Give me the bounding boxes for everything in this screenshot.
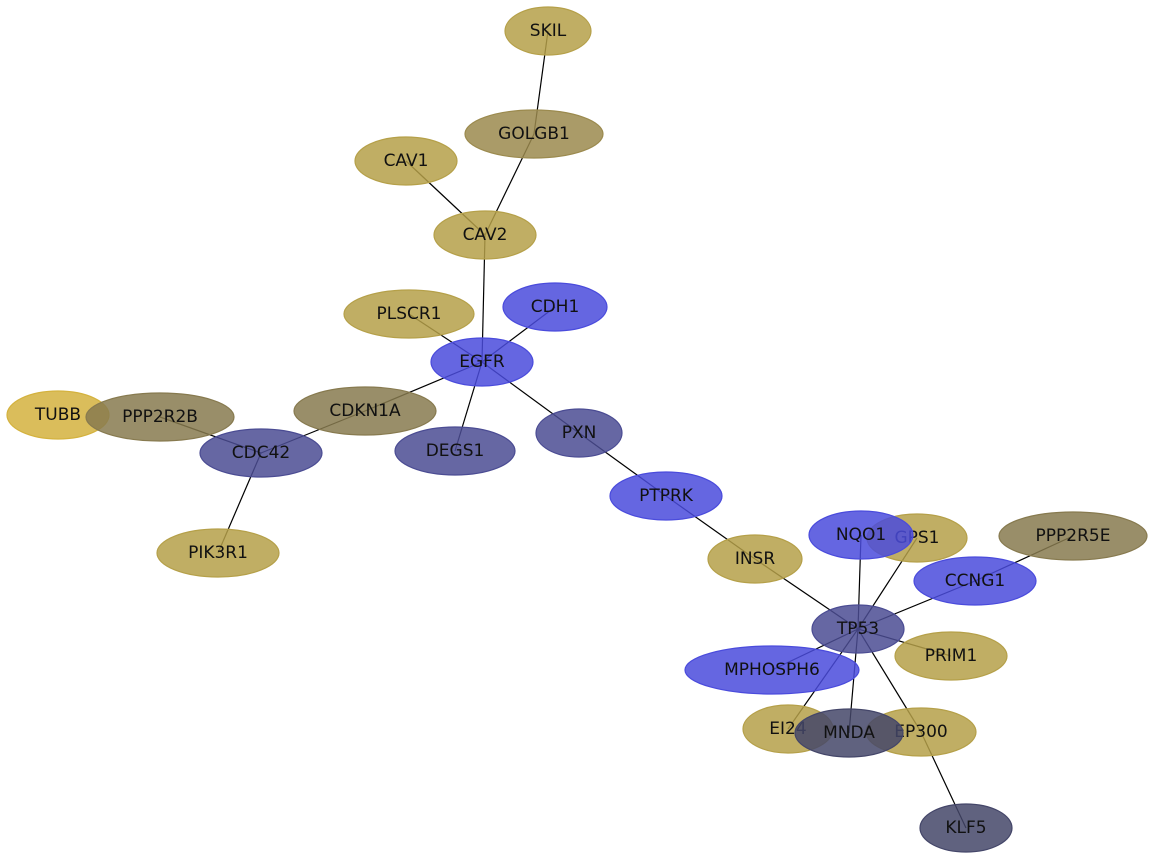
node-cdh1-label: CDH1 (531, 297, 580, 317)
node-ep300-label: EP300 (894, 722, 947, 742)
node-tp53-label: TP53 (836, 619, 879, 639)
node-plscr1[interactable]: PLSCR1 (343, 289, 475, 339)
node-cdc42-label: CDC42 (232, 443, 290, 463)
node-pik3r1[interactable]: PIK3R1 (156, 528, 280, 578)
node-tp53[interactable]: TP53 (811, 604, 905, 654)
node-insr-ellipse (707, 534, 803, 584)
node-tp53-ellipse (811, 604, 905, 654)
node-egfr-label: EGFR (459, 352, 505, 372)
node-golgb1[interactable]: GOLGB1 (464, 109, 604, 159)
node-degs1-ellipse (394, 426, 516, 476)
node-cav1-ellipse (354, 136, 458, 186)
node-ccng1-ellipse (913, 556, 1037, 606)
node-nqo1[interactable]: NQO1 (808, 510, 914, 560)
node-klf5-ellipse (919, 803, 1013, 853)
node-ptprk[interactable]: PTPRK (609, 471, 723, 521)
node-cdc42[interactable]: CDC42 (199, 428, 323, 478)
node-pxn[interactable]: PXN (535, 408, 623, 458)
node-nqo1-ellipse (808, 510, 914, 560)
node-pxn-label: PXN (562, 423, 597, 443)
node-insr-label: INSR (735, 549, 776, 569)
node-ptprk-label: PTPRK (639, 486, 694, 506)
node-skil[interactable]: SKIL (504, 6, 592, 56)
node-klf5-label: KLF5 (945, 818, 986, 838)
node-insr[interactable]: INSR (707, 534, 803, 584)
node-golgb1-ellipse (464, 109, 604, 159)
node-plscr1-ellipse (343, 289, 475, 339)
node-cdc42-ellipse (199, 428, 323, 478)
node-skil-ellipse (504, 6, 592, 56)
node-tubb-label: TUBB (34, 405, 81, 425)
node-mphosph6[interactable]: MPHOSPH6 (684, 645, 860, 695)
node-cav1-label: CAV1 (384, 151, 429, 171)
node-cdkn1a[interactable]: CDKN1A (293, 386, 437, 436)
node-cav1[interactable]: CAV1 (354, 136, 458, 186)
node-egfr-ellipse (430, 337, 534, 387)
node-mphosph6-ellipse (684, 645, 860, 695)
node-pik3r1-ellipse (156, 528, 280, 578)
node-skil-label: SKIL (530, 21, 567, 41)
node-prim1[interactable]: PRIM1 (894, 631, 1008, 681)
node-ccng1-label: CCNG1 (945, 571, 1005, 591)
node-egfr[interactable]: EGFR (430, 337, 534, 387)
node-cdkn1a-ellipse (293, 386, 437, 436)
node-prim1-ellipse (894, 631, 1008, 681)
node-ppp2r2b[interactable]: PPP2R2B (85, 392, 235, 442)
node-cdkn1a-label: CDKN1A (329, 401, 401, 421)
node-cdh1[interactable]: CDH1 (502, 282, 608, 332)
node-ccng1[interactable]: CCNG1 (913, 556, 1037, 606)
node-mnda-label: MNDA (823, 723, 875, 743)
node-klf5[interactable]: KLF5 (919, 803, 1013, 853)
node-mnda-ellipse (794, 708, 904, 758)
node-cav2[interactable]: CAV2 (433, 210, 537, 260)
node-ppp2r5e-ellipse (998, 511, 1148, 561)
node-degs1-label: DEGS1 (426, 441, 485, 461)
node-nqo1-label: NQO1 (836, 525, 886, 545)
node-pxn-ellipse (535, 408, 623, 458)
node-ppp2r2b-label: PPP2R2B (122, 407, 198, 427)
node-plscr1-label: PLSCR1 (376, 304, 441, 324)
node-pik3r1-label: PIK3R1 (188, 543, 248, 563)
node-cdh1-ellipse (502, 282, 608, 332)
node-tubb[interactable]: TUBB (6, 390, 110, 440)
node-prim1-label: PRIM1 (925, 646, 978, 666)
node-cav2-ellipse (433, 210, 537, 260)
node-golgb1-label: GOLGB1 (498, 124, 570, 144)
node-mnda[interactable]: MNDA (794, 708, 904, 758)
node-ppp2r2b-ellipse (85, 392, 235, 442)
node-ppp2r5e[interactable]: PPP2R5E (998, 511, 1148, 561)
node-ppp2r5e-label: PPP2R5E (1036, 526, 1111, 546)
node-degs1[interactable]: DEGS1 (394, 426, 516, 476)
node-cav2-label: CAV2 (463, 225, 508, 245)
node-mphosph6-label: MPHOSPH6 (724, 660, 820, 680)
node-ptprk-ellipse (609, 471, 723, 521)
